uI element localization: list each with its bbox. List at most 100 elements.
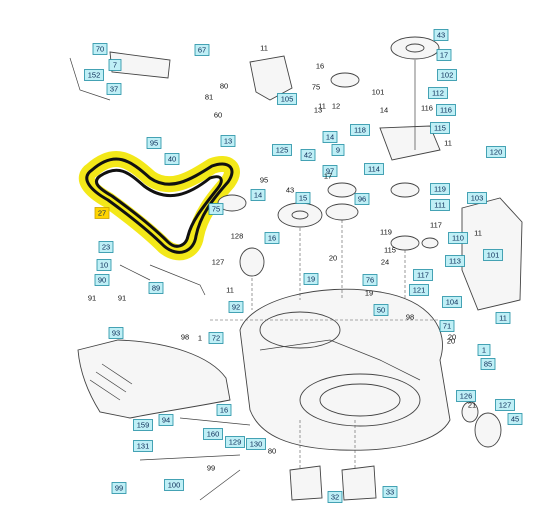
part-callout[interactable]: 97 bbox=[322, 165, 338, 177]
part-callout[interactable]: 126 bbox=[456, 390, 476, 402]
part-callout[interactable]: 105 bbox=[277, 93, 297, 105]
part-callout[interactable]: 16 bbox=[264, 232, 280, 244]
part-callout[interactable]: 23 bbox=[98, 241, 114, 253]
callout-number: 14 bbox=[254, 191, 262, 200]
callout-box bbox=[362, 274, 378, 286]
callout-number: 127 bbox=[499, 401, 512, 410]
part-callout[interactable]: 100 bbox=[164, 479, 184, 491]
part-callout[interactable]: 40 bbox=[164, 153, 180, 165]
callout-box bbox=[364, 163, 384, 175]
part-callout[interactable]: 111 bbox=[430, 199, 450, 211]
part-callout[interactable]: 95 bbox=[146, 137, 162, 149]
callout-number: 126 bbox=[460, 392, 473, 401]
callout-box bbox=[225, 436, 245, 448]
part-callout[interactable]: 10 bbox=[96, 259, 112, 271]
callout-box bbox=[106, 83, 122, 95]
part-callout[interactable]: 90 bbox=[94, 274, 110, 286]
callout-box bbox=[433, 29, 449, 41]
callout-number: 111 bbox=[434, 201, 445, 210]
part-callout[interactable]: 19 bbox=[303, 273, 319, 285]
part-callout[interactable]: 85 bbox=[480, 358, 496, 370]
callout-number: 95 bbox=[150, 139, 158, 148]
part-callout[interactable]: 70 bbox=[92, 43, 108, 55]
part-callout[interactable]: 104 bbox=[442, 296, 462, 308]
callout-box bbox=[111, 482, 127, 494]
part-callout[interactable]: 72 bbox=[208, 332, 224, 344]
part-callout[interactable]: 27 bbox=[94, 207, 110, 219]
callout-number: 113 bbox=[449, 257, 461, 266]
part-callout[interactable]: 75 bbox=[208, 203, 224, 215]
part-callout[interactable]: 9 bbox=[331, 144, 345, 156]
part-callout[interactable]: 37 bbox=[106, 83, 122, 95]
part-callout[interactable]: 43 bbox=[433, 29, 449, 41]
part-callout[interactable]: 115 bbox=[430, 122, 450, 134]
callout-box bbox=[164, 479, 184, 491]
part-callout[interactable]: 11 bbox=[495, 312, 511, 324]
part-callout[interactable]: 152 bbox=[84, 69, 104, 81]
part-number: 19 bbox=[365, 289, 373, 298]
assembly-lines bbox=[210, 220, 440, 468]
pulleys bbox=[217, 36, 502, 448]
part-callout[interactable]: 15 bbox=[295, 192, 311, 204]
callout-number: 17 bbox=[440, 51, 448, 60]
part-callout[interactable]: 116 bbox=[436, 104, 456, 116]
part-callout[interactable]: 67 bbox=[194, 44, 210, 56]
part-callout[interactable]: 42 bbox=[300, 149, 316, 161]
part-callout[interactable]: 131 bbox=[133, 440, 153, 452]
part-callout[interactable]: 14 bbox=[250, 189, 266, 201]
part-callout[interactable]: 13 bbox=[220, 135, 236, 147]
part-callout[interactable]: 114 bbox=[364, 163, 384, 175]
part-callout[interactable]: 120 bbox=[486, 146, 506, 158]
callout-number: 11 bbox=[499, 314, 507, 323]
part-callout[interactable]: 50 bbox=[373, 304, 389, 316]
part-callout[interactable]: 16 bbox=[216, 404, 232, 416]
part-number: 11 bbox=[444, 139, 452, 148]
part-callout[interactable]: 121 bbox=[409, 284, 429, 296]
part-callout[interactable]: 14 bbox=[322, 131, 338, 143]
part-callout[interactable]: 71 bbox=[439, 320, 455, 332]
part-callout[interactable]: 99 bbox=[111, 482, 127, 494]
part-callout[interactable]: 93 bbox=[108, 327, 124, 339]
callout-number: 131 bbox=[137, 442, 150, 451]
part-callout[interactable]: 45 bbox=[507, 413, 523, 425]
part-callout[interactable]: 94 bbox=[158, 414, 174, 426]
part-callout[interactable]: 89 bbox=[148, 282, 164, 294]
callout-box bbox=[220, 135, 236, 147]
part-number: 98 bbox=[181, 333, 189, 342]
part-callout[interactable]: 32 bbox=[327, 491, 343, 503]
part-callout[interactable]: 102 bbox=[437, 69, 457, 81]
part-callout[interactable]: 129 bbox=[225, 436, 245, 448]
callout-box bbox=[208, 332, 224, 344]
part-callout[interactable]: 1 bbox=[477, 344, 491, 356]
callout-box bbox=[264, 232, 280, 244]
part-callout[interactable]: 130 bbox=[246, 438, 266, 450]
part-callout[interactable]: 112 bbox=[428, 87, 448, 99]
part-callout[interactable]: 160 bbox=[203, 428, 223, 440]
part-callout[interactable]: 125 bbox=[272, 144, 292, 156]
part-callout[interactable]: 127 bbox=[495, 399, 515, 411]
part-callout[interactable]: 110 bbox=[448, 232, 468, 244]
callout-number: 115 bbox=[434, 124, 446, 133]
part-callout[interactable]: 113 bbox=[445, 255, 465, 267]
callout-box bbox=[467, 192, 487, 204]
brackets bbox=[109, 51, 523, 501]
part-callout[interactable]: 17 bbox=[436, 49, 452, 61]
part-callout[interactable]: 96 bbox=[354, 193, 370, 205]
part-callout[interactable]: 33 bbox=[382, 486, 398, 498]
part-callout[interactable]: 7 bbox=[108, 59, 122, 71]
part-number: 13 bbox=[314, 106, 322, 115]
mower-deck bbox=[239, 288, 451, 451]
part-callout[interactable]: 159 bbox=[133, 419, 153, 431]
callout-box bbox=[477, 344, 491, 356]
part-callout[interactable]: 92 bbox=[228, 301, 244, 313]
callout-number: 102 bbox=[441, 71, 454, 80]
part-callout[interactable]: 119 bbox=[430, 183, 450, 195]
part-callout[interactable]: 103 bbox=[467, 192, 487, 204]
part-callout[interactable]: 118 bbox=[350, 124, 370, 136]
part-callout[interactable]: 117 bbox=[413, 269, 433, 281]
callout-number: 121 bbox=[413, 286, 426, 295]
part-callout[interactable]: 101 bbox=[483, 249, 503, 261]
part-callout[interactable]: 76 bbox=[362, 274, 378, 286]
callout-number: 104 bbox=[446, 298, 459, 307]
callout-number: 152 bbox=[88, 71, 101, 80]
